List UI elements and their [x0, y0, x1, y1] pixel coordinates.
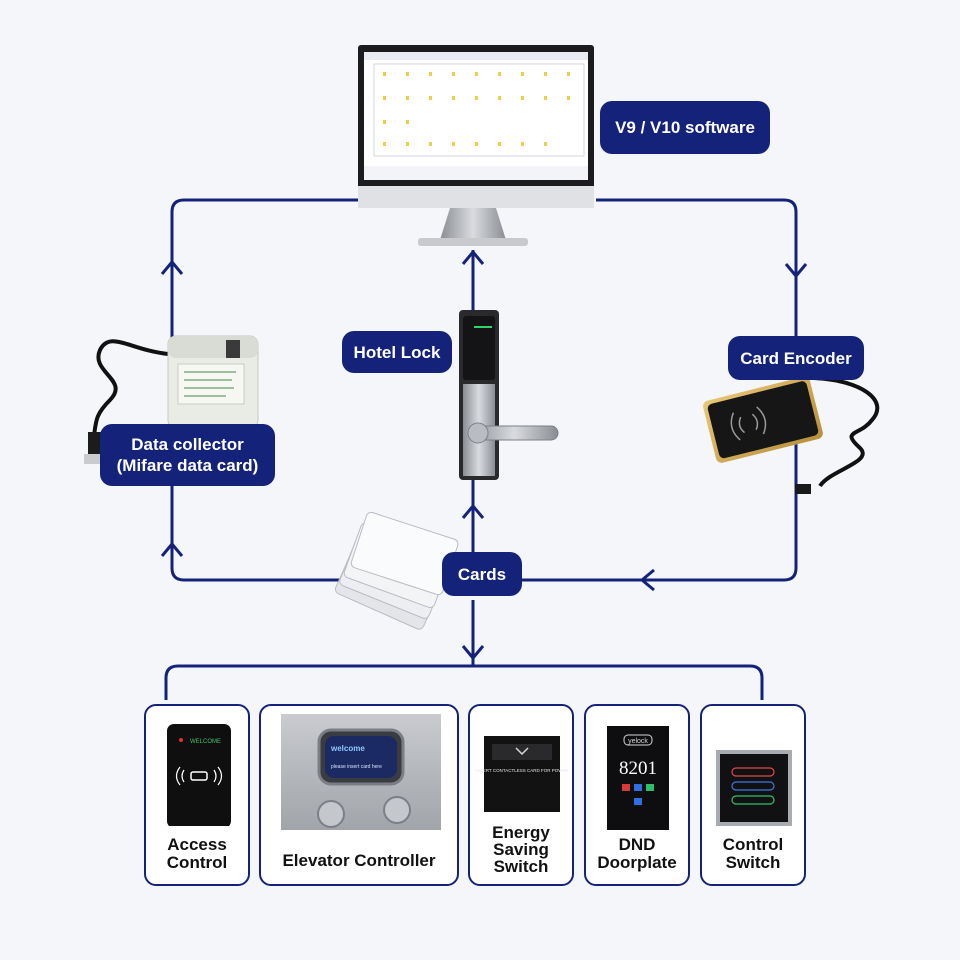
device-box-elevator-controller: welcome please insert card here Elevator…: [259, 704, 459, 886]
access-control-line2: Control: [166, 853, 228, 872]
access-control-line1: Access: [167, 835, 227, 854]
arrow-down-right: [784, 263, 808, 278]
hotel-lock-label: Hotel Lock: [342, 331, 452, 373]
arrow-up-center-top: [461, 250, 485, 265]
device-box-control-switch: Control Switch: [700, 704, 806, 886]
control-switch-illustration: [716, 750, 792, 826]
dnd-room-number: 8201: [619, 758, 657, 779]
device-box-energy-saving: INSERT CONTACTLESS CARD FOR POWER Energy…: [468, 704, 574, 886]
arrow-left-bottom: [640, 568, 655, 592]
hotel-lock-illustration: [459, 310, 559, 480]
dnd-brand-text: yelock: [628, 738, 648, 745]
control-switch-line1: Control: [722, 835, 784, 854]
access-welcome-text: WELCOME: [190, 739, 221, 745]
dnd-doorplate-illustration: yelock 8201: [607, 726, 669, 830]
cards-illustration: [334, 511, 459, 630]
data-collector-label: Data collector (Mifare data card): [100, 424, 275, 486]
energy-saving-line2: Saving: [493, 840, 549, 859]
arrow-up-left-bottom: [160, 542, 184, 557]
cards-label: Cards: [442, 552, 522, 596]
dnd-doorplate-line1: DND: [618, 835, 656, 854]
monitor-illustration: [358, 45, 594, 246]
energy-saving-line3: Switch: [493, 857, 549, 876]
arrow-up-left-top: [160, 260, 184, 275]
elevator-screen-text: welcome: [330, 744, 365, 753]
energy-saving-line1: Energy: [492, 823, 550, 842]
control-switch-line2: Switch: [725, 853, 781, 872]
card-encoder-illustration: [703, 376, 880, 494]
elevator-prompt-text: please insert card here: [331, 764, 382, 770]
arrowheads: [160, 250, 808, 660]
elevator-controller-line1: Elevator Controller: [282, 851, 436, 870]
arrow-up-center-bottom: [461, 504, 485, 519]
energy-saving-illustration: INSERT CONTACTLESS CARD FOR POWER: [475, 736, 570, 812]
software-label: V9 / V10 software: [600, 101, 770, 154]
data-collector-illustration: [84, 335, 259, 464]
data-collector-line2: (Mifare data card): [116, 456, 259, 475]
arrow-down-center: [461, 645, 485, 660]
elevator-controller-illustration: welcome please insert card here: [281, 714, 441, 830]
device-box-dnd-doorplate: yelock 8201 DND Doorplate: [584, 704, 690, 886]
dnd-doorplate-line2: Doorplate: [597, 853, 677, 872]
access-control-illustration: WELCOME: [167, 724, 231, 826]
energy-text: INSERT CONTACTLESS CARD FOR POWER: [475, 768, 569, 773]
device-box-access-control: WELCOME Access Control: [144, 704, 250, 886]
data-collector-line1: Data collector: [131, 435, 244, 454]
card-encoder-label: Card Encoder: [728, 336, 864, 380]
